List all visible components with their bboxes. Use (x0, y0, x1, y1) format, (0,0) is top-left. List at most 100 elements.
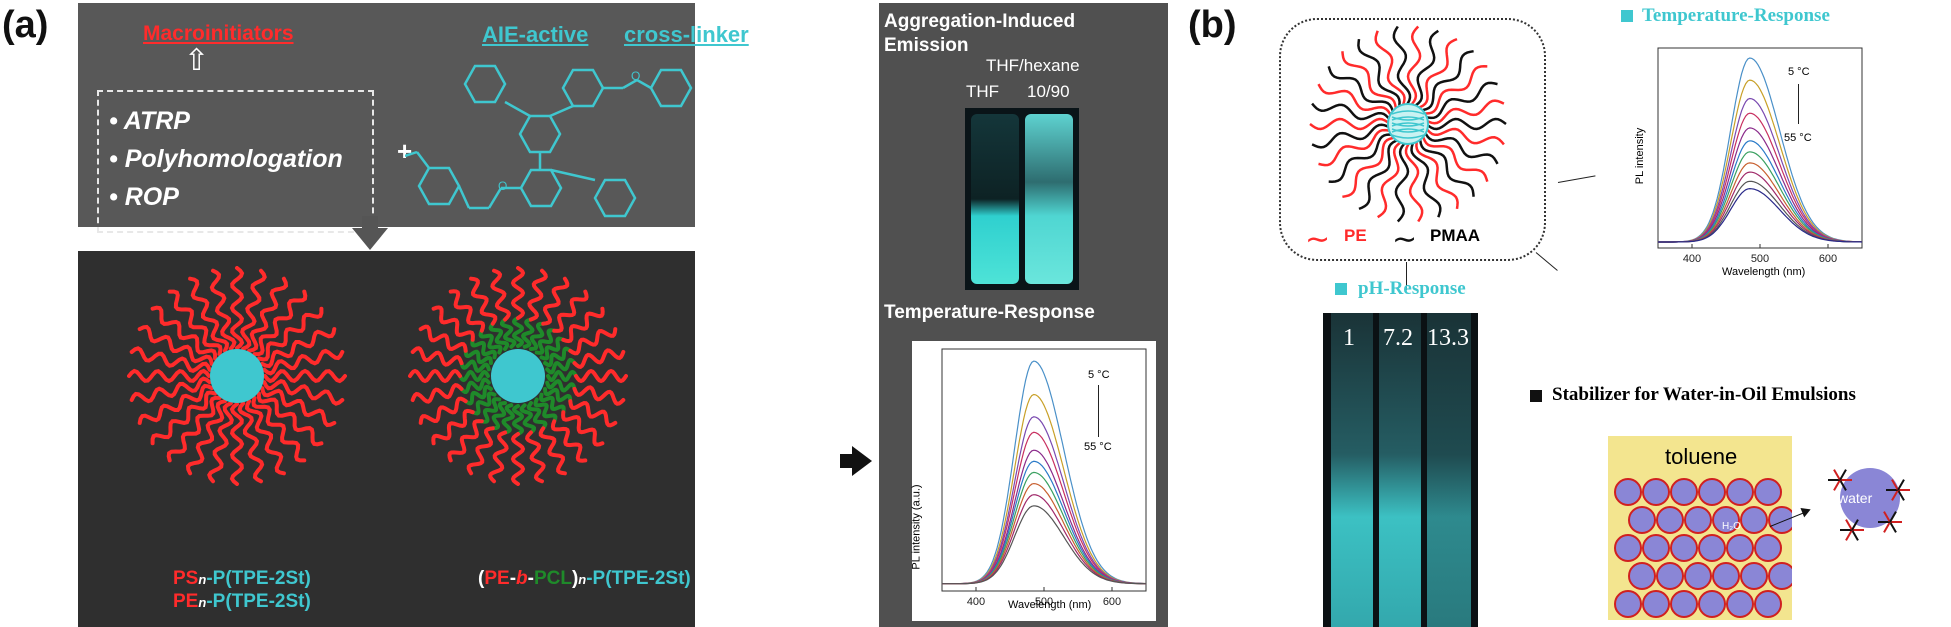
pe-chain (1342, 136, 1397, 199)
pcl-arm (519, 403, 536, 435)
pe-chain (1404, 141, 1424, 223)
core-network-line (1391, 128, 1425, 133)
water-droplet-small (1740, 562, 1768, 590)
pcl-arm (500, 317, 517, 349)
water-droplet-small (1670, 478, 1698, 506)
stabilizer-chain (1845, 519, 1853, 531)
pmaa-chain (1311, 102, 1392, 122)
right-arrow-stem (840, 454, 854, 468)
polymer-arm (127, 368, 211, 384)
water-droplet-small (1670, 534, 1698, 562)
core-network-line (1391, 110, 1425, 115)
polymer-arm (166, 395, 222, 463)
pe-arm (408, 368, 462, 384)
pe-arm (410, 346, 464, 367)
stabilizer-chain (1889, 521, 1897, 533)
x-tick-label: 400 (1683, 253, 1701, 265)
structure-2-label: (PE-b-PCL)n-P(TPE-2St) (478, 568, 691, 589)
water-droplet-small (1614, 478, 1642, 506)
pe-arm (527, 268, 548, 322)
pcl-arm (539, 336, 566, 361)
pmaa-chain (1425, 117, 1507, 131)
pe-chain (1317, 83, 1393, 118)
polymer-arm (129, 346, 212, 373)
pcl-arm (539, 392, 566, 415)
top-temp-b: 5 °C (1788, 66, 1810, 78)
pe-arm (490, 268, 512, 322)
polymer-arm (247, 276, 289, 353)
micelle-core (1387, 103, 1429, 145)
water-droplet-small (1712, 562, 1740, 590)
pcl-arm (534, 328, 557, 355)
pcl-arm (545, 378, 577, 393)
aie-active-label: AIE-active (482, 22, 589, 47)
svg-text:O: O (631, 69, 640, 83)
pl-series-line (942, 505, 1146, 585)
pcl-arm (511, 316, 525, 348)
synthesis-box (78, 3, 695, 227)
stabilizer-chain (1851, 529, 1859, 541)
polymer-arm (237, 401, 265, 484)
ph-value-3: 13.3 (1427, 325, 1469, 351)
pcl-arm (511, 404, 525, 436)
x-axis-label-a: Wavelength (nm) (1008, 599, 1092, 611)
pe-chain (1425, 99, 1505, 125)
micelle-box (1279, 18, 1546, 261)
polymer-arm (240, 268, 267, 351)
aie-title: Aggregation-Induced Emission (884, 11, 1076, 56)
temp-title-a: Temperature-Response (884, 302, 1095, 323)
pe-arm (552, 289, 589, 333)
polymer-arm (251, 395, 307, 463)
y-axis-label-a: PL intensity (a.u.) (910, 484, 923, 570)
method-item: • ROP (109, 183, 179, 211)
pcl-arm (543, 387, 573, 404)
vial-thf-hexane (1025, 114, 1073, 284)
pcl-arm (501, 403, 516, 435)
bottom-temp-b: 55 °C (1784, 132, 1812, 144)
pl-series-line (1658, 151, 1862, 243)
stabilizer-chain (1851, 519, 1859, 531)
pe-chain (1415, 139, 1459, 210)
core-network-line (1391, 116, 1425, 121)
temp-arrow-a (1098, 385, 1099, 437)
vial-thf (971, 114, 1019, 284)
pe-arm (550, 419, 588, 463)
pmaa-chain (1418, 137, 1475, 197)
water-label: water (1838, 490, 1873, 506)
method-item: • Polyhomologation (109, 145, 343, 173)
star-polymer-2 (408, 266, 628, 486)
polymer-arm (209, 268, 237, 351)
core-circle (491, 349, 545, 403)
x-tick-label: 500 (1751, 253, 1769, 265)
ratio-label: 10/90 (1027, 82, 1070, 101)
water-droplet-small (1684, 506, 1712, 534)
polymer-arm (129, 376, 212, 404)
pcl-arm (529, 321, 546, 351)
pcl-arm (459, 359, 491, 374)
pl-series-line (1658, 180, 1862, 243)
pe-arm (568, 399, 618, 428)
pl-series-line (942, 482, 1147, 585)
pe-chain (1424, 126, 1505, 146)
polymer-arm (229, 266, 245, 350)
micelle-diagram (1309, 25, 1507, 223)
x-tick-label: 600 (1103, 596, 1121, 608)
ph-vial-2 (1379, 313, 1421, 627)
thf-hexane-label: THF/hexane (986, 56, 1080, 75)
pl-series-line (1658, 171, 1862, 243)
polymer-arm (256, 306, 324, 362)
water-droplet-small (1754, 534, 1782, 562)
plot-frame (1657, 47, 1863, 249)
svg-text:O: O (498, 179, 507, 193)
ph-title: pH-Response (1358, 278, 1466, 299)
ph-vials-photo: 1 7.2 13.3 (1323, 313, 1478, 627)
ph-legend-square (1335, 283, 1347, 295)
arrow-to-ph (1406, 262, 1407, 290)
pe-chain (1422, 65, 1488, 115)
plus-sign: + (397, 136, 413, 166)
pe-arm (510, 266, 526, 320)
pl-series-line (1658, 79, 1863, 243)
pcl-arm (463, 384, 493, 406)
